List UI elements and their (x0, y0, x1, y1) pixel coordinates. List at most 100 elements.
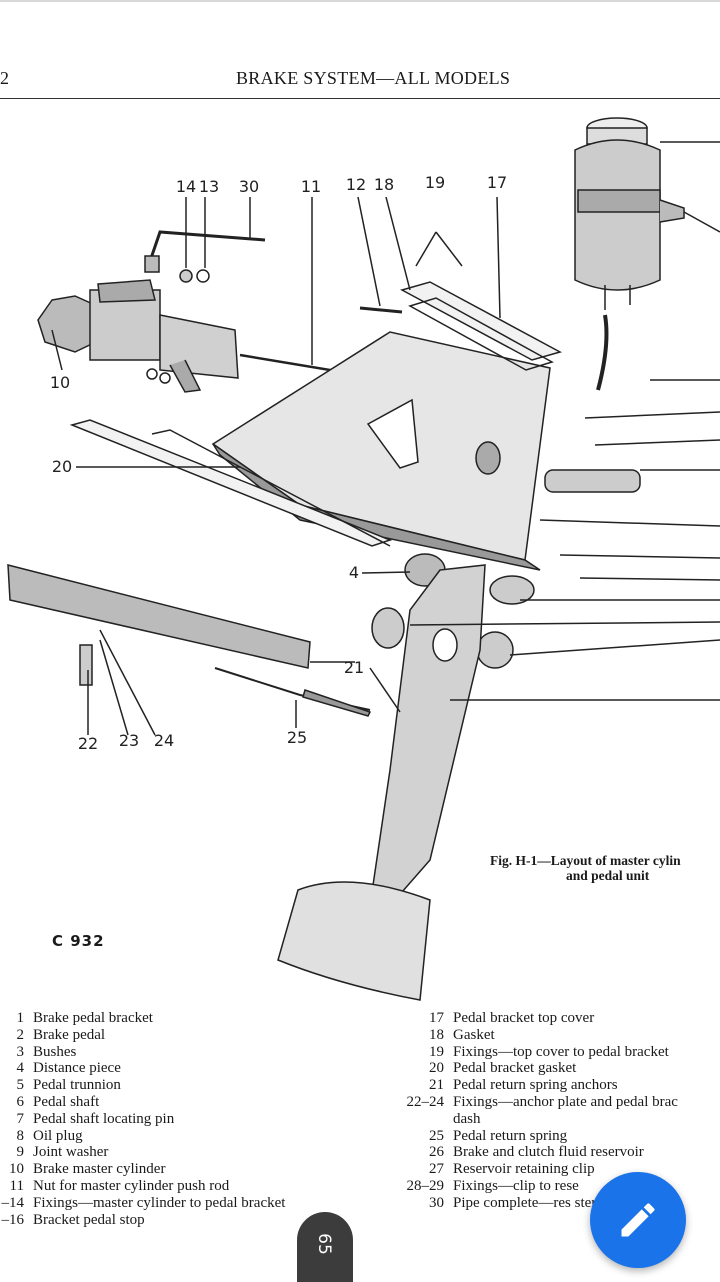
callout-17: 17 (487, 173, 507, 192)
fluid-reservoir (574, 117, 720, 391)
part-number: 10 (9, 1161, 24, 1178)
callout-22: 22 (78, 734, 98, 753)
part-description: Fixings—anchor plate and pedal brac (453, 1093, 678, 1110)
callout-13: 13 (199, 177, 219, 196)
part-description: Fixings—clip to rese (453, 1177, 579, 1194)
callout-11: 11 (301, 177, 321, 196)
plate-reference: C 932 (52, 932, 105, 950)
part-number: 22–24 (406, 1093, 445, 1110)
callout-4: 4 (349, 563, 359, 582)
part-row: dash (398, 1111, 678, 1128)
pencil-icon (621, 1203, 655, 1237)
part-number: 30 (429, 1194, 444, 1211)
top-edge (0, 0, 720, 2)
part-row: 7 Pedal shaft locating pin (0, 1111, 285, 1128)
edit-fab-button[interactable] (590, 1172, 686, 1268)
figure-caption: Fig. H-1—Layout of master cylin and peda… (490, 853, 720, 883)
part-row: 1 Brake pedal bracket (0, 1010, 285, 1027)
page-title: BRAKE SYSTEM—ALL MODELS (236, 68, 511, 88)
page-scroll-thumb[interactable]: 65 (297, 1212, 353, 1282)
part-number: 6 (16, 1093, 25, 1110)
part-description: Brake pedal bracket (33, 1010, 153, 1026)
part-description: Joint washer (33, 1144, 109, 1161)
part-number: 8 (16, 1127, 25, 1144)
part-row: 19 Fixings—top cover to pedal bracket (398, 1044, 678, 1061)
part-row: 18 Gasket (398, 1027, 678, 1044)
part-row: 11 Nut for master cylinder push rod (0, 1178, 285, 1195)
part-row: 17 Pedal bracket top cover (398, 1010, 678, 1027)
part-description: Pedal bracket gasket (453, 1060, 577, 1077)
part-row: 22–24 Fixings—anchor plate and pedal brac (398, 1094, 678, 1111)
part-row: 6 Pedal shaft (0, 1094, 285, 1111)
part-number: 11 (9, 1177, 24, 1194)
part-description: Oil plug (33, 1127, 83, 1144)
part-number: 28–29 (406, 1177, 445, 1194)
callout-20: 20 (52, 457, 72, 476)
pedal-bracket (211, 331, 551, 571)
part-number: 27 (429, 1161, 444, 1178)
part-number: 25 (429, 1127, 444, 1144)
part-row: 25 Pedal return spring (398, 1128, 678, 1145)
part-number: 4 (16, 1060, 25, 1077)
part-number: 21 (429, 1077, 444, 1094)
part-number: 18 (429, 1026, 444, 1043)
part-number: 3 (16, 1043, 25, 1060)
part-row: 28–29 Fixings—clip to rese (398, 1178, 678, 1195)
part-description: Brake master cylinder (33, 1161, 166, 1178)
part-description: Brake pedal (33, 1026, 106, 1043)
part-description: Bracket pedal stop (33, 1211, 145, 1228)
part-number: 5 (16, 1077, 25, 1094)
callout-14: 14 (176, 177, 196, 196)
part-number: 9 (16, 1144, 25, 1161)
part-number: 2 (16, 1026, 25, 1043)
part-row: 8 Oil plug (0, 1128, 285, 1145)
part-number: 19 (429, 1043, 444, 1060)
part-row: 27 Reservoir retaining clip (398, 1161, 678, 1178)
part-row: –14 Fixings—master cylinder to pedal brac… (0, 1194, 286, 1212)
part-description: Pedal shaft (33, 1093, 100, 1110)
part-row: 10 Brake master cylinder (0, 1161, 285, 1178)
callout-19: 19 (425, 173, 445, 192)
part-description: Pipe complete—res ster c (453, 1194, 607, 1211)
callout-24: 24 (154, 731, 174, 750)
caption-line-2: and pedal unit (566, 868, 650, 883)
part-description: dash (453, 1110, 481, 1127)
part-row: 26 Brake and clutch fluid reservoir (398, 1144, 678, 1161)
callout-10: 10 (50, 373, 70, 392)
brake-pedal (277, 564, 486, 1001)
part-row: 30 Pipe complete—res ster c (398, 1195, 678, 1212)
part-number: 1 (16, 1010, 25, 1026)
part-description: Fixings—top cover to pedal bracket (453, 1043, 669, 1060)
callout-18: 18 (374, 175, 394, 194)
part-number (398, 1111, 444, 1128)
part-number: –14 (1, 1194, 25, 1211)
part-row: 9 Joint washer (0, 1144, 285, 1161)
callout-21: 21 (344, 658, 364, 677)
part-number: 26 (429, 1144, 444, 1161)
part-description: Pedal bracket top cover (453, 1010, 595, 1026)
page-number: 2 (0, 68, 9, 88)
part-description: Gasket (453, 1026, 495, 1043)
part-description: Nut for master cylinder push rod (33, 1177, 230, 1194)
part-description: Pedal shaft locating pin (33, 1110, 175, 1127)
part-description: Fixings—master cylinder to pedal bracket (33, 1194, 286, 1211)
caption-line-1: Fig. H-1—Layout of master cylin (490, 853, 681, 868)
header-rule (0, 98, 720, 99)
part-description: Pedal return spring anchors (453, 1077, 618, 1094)
callout-25: 25 (287, 728, 307, 747)
part-row: 21 Pedal return spring anchors (398, 1077, 678, 1094)
page-indicator: 65 (313, 1233, 334, 1255)
part-row: 2 Brake pedal (0, 1027, 285, 1044)
part-description: Brake and clutch fluid reservoir (453, 1144, 644, 1161)
part-description: Reservoir retaining clip (453, 1161, 595, 1178)
part-number: 7 (16, 1110, 25, 1127)
part-description: Pedal return spring (453, 1127, 568, 1144)
part-number: 17 (429, 1010, 444, 1026)
